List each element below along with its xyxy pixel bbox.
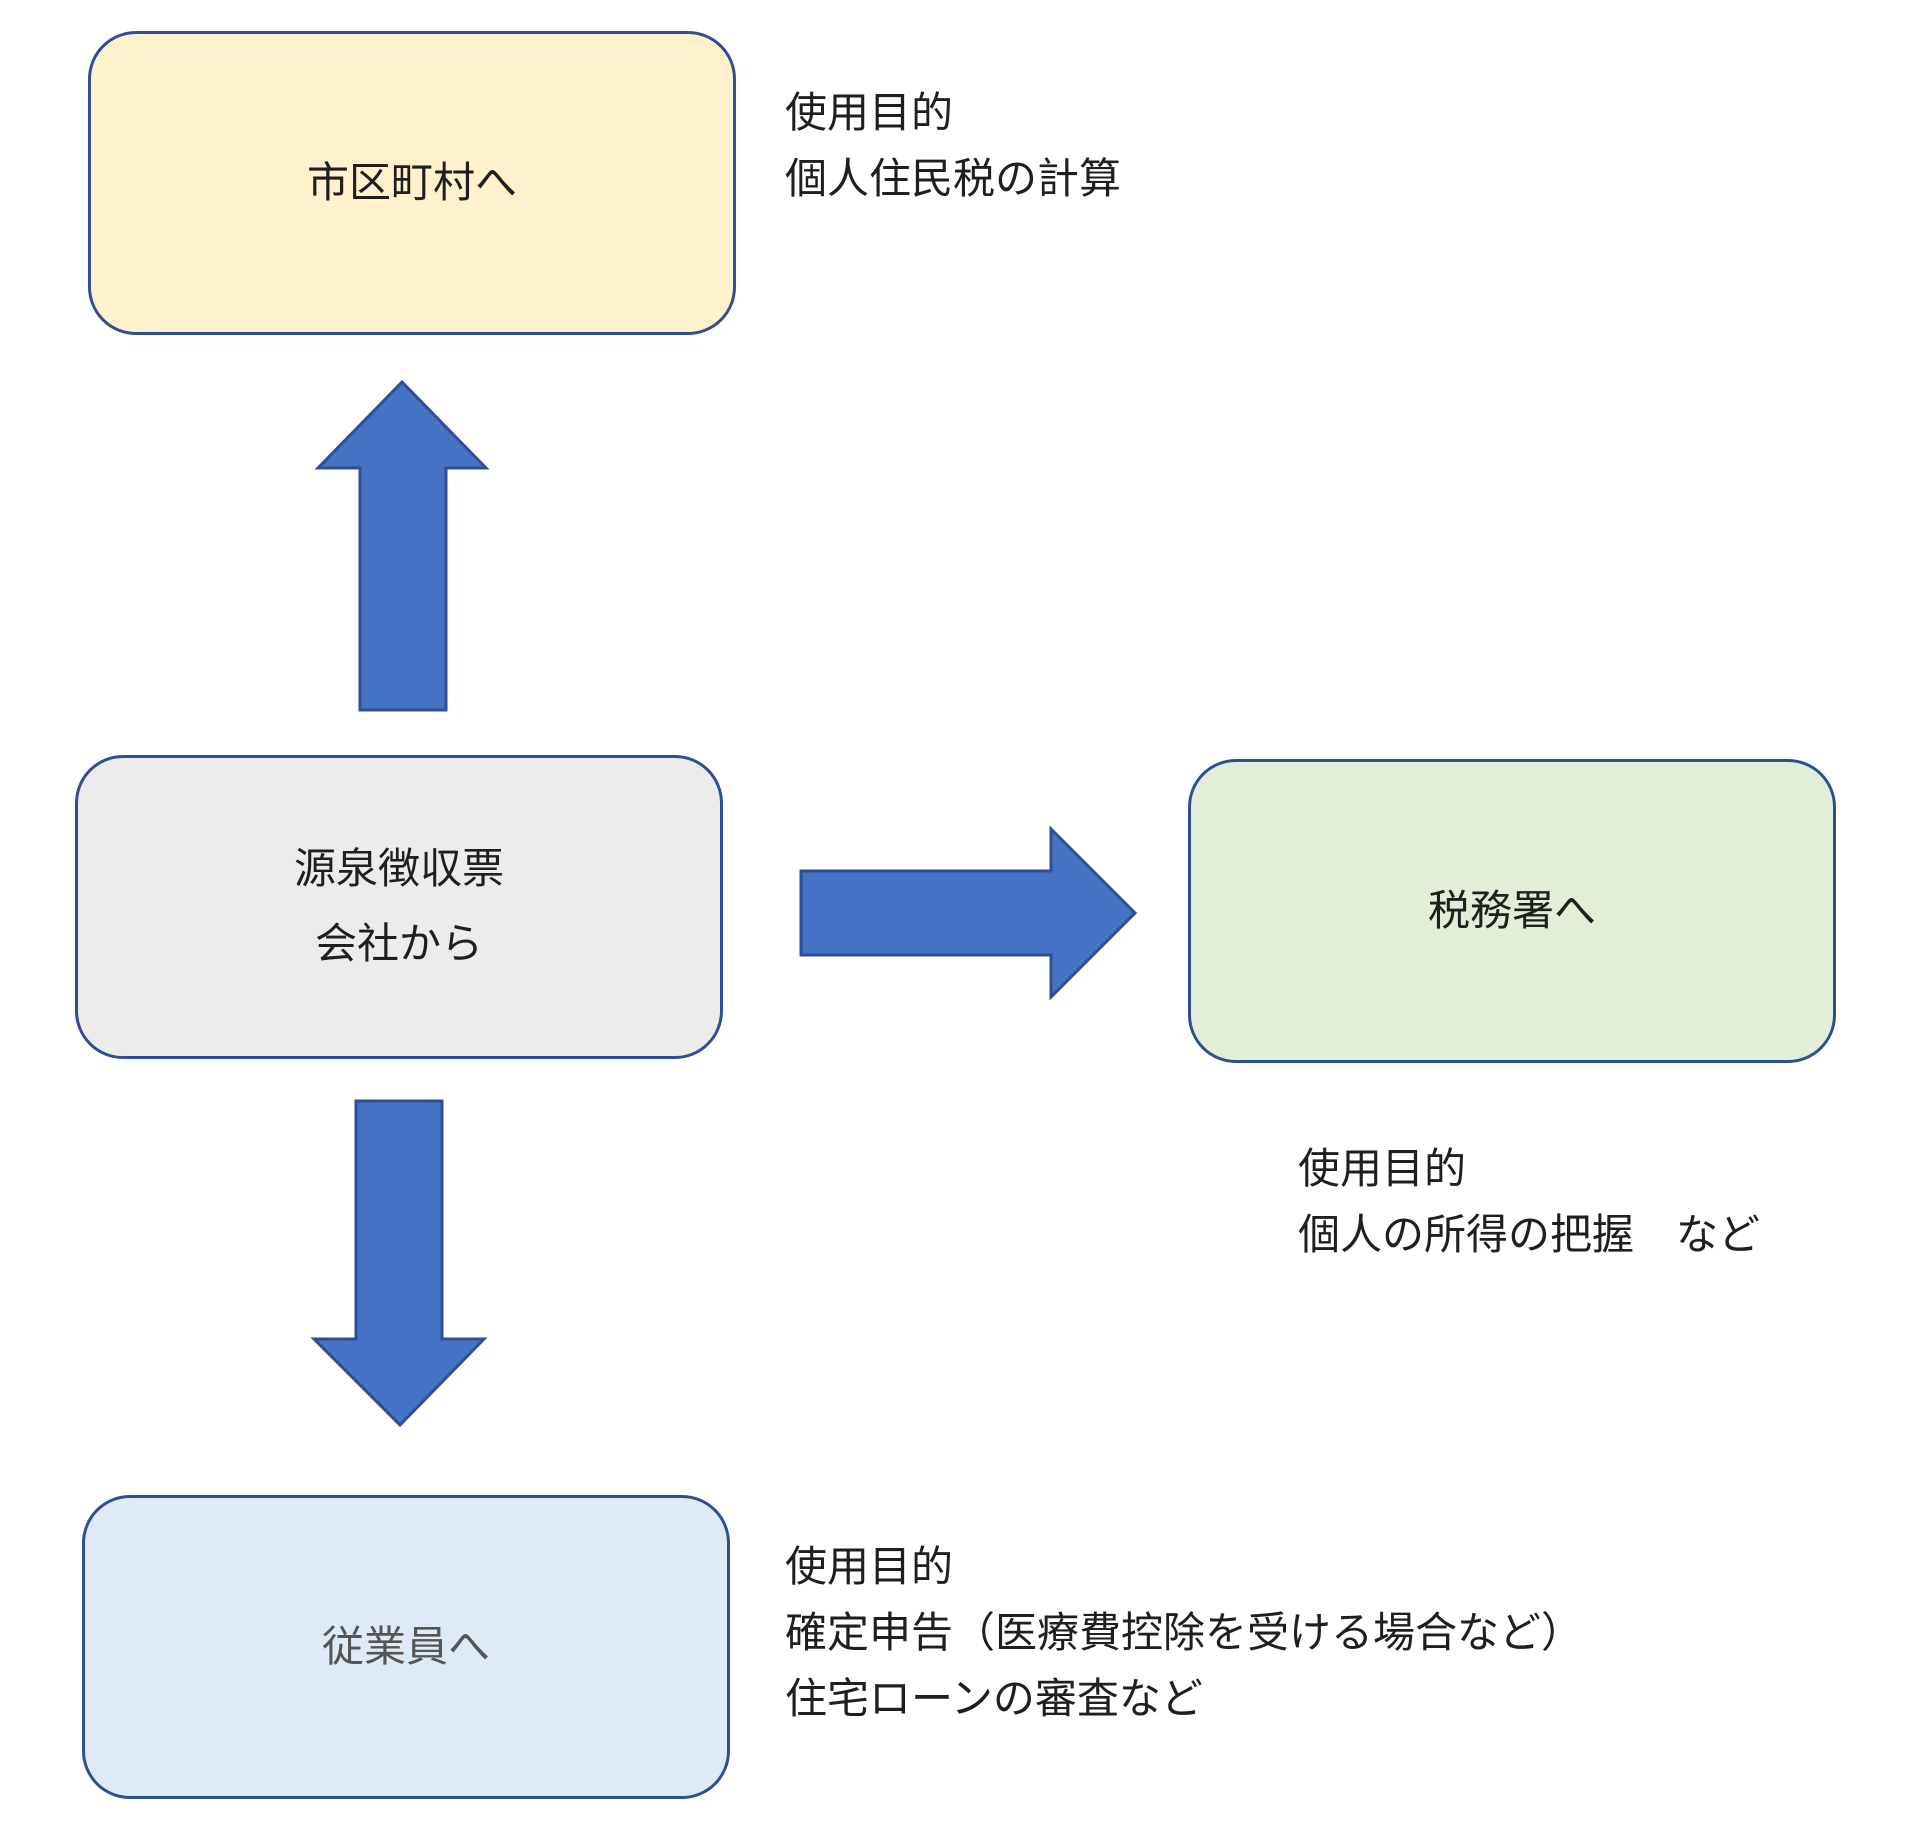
arrow-right-shape: [799, 825, 1138, 1001]
city-purpose-text: 個人住民税の計算: [785, 154, 1122, 203]
tax-office-box-label: 税務署へ: [1427, 885, 1596, 935]
source-box-title: 源泉徴収票: [293, 844, 504, 894]
arrow-down-icon: [310, 1099, 488, 1428]
source-box-subtitle: 会社から: [314, 919, 483, 968]
source-withholding-box: 源泉徴収票 会社から: [75, 755, 723, 1059]
employee-box: 従業員へ: [82, 1495, 730, 1799]
arrow-right-icon: [799, 825, 1138, 1001]
employee-purpose-text-1: 確定申告（医療費控除を受ける場合など）: [785, 1608, 1584, 1657]
employee-box-label: 従業員へ: [321, 1621, 490, 1671]
arrow-up-icon: [314, 379, 490, 712]
employee-purpose-text-2: 住宅ローンの審査など: [785, 1674, 1203, 1723]
employee-purpose-heading: 使用目的: [785, 1542, 954, 1591]
employee-purpose-note: 使用目的 確定申告（医療費控除を受ける場合など） 住宅ローンの審査など: [785, 1534, 1583, 1732]
arrow-down-shape: [310, 1099, 488, 1428]
city-box-label: 市区町村へ: [306, 157, 517, 207]
city-box: 市区町村へ: [88, 31, 736, 335]
tax-office-purpose-heading: 使用目的: [1298, 1144, 1467, 1193]
tax-office-box: 税務署へ: [1188, 759, 1836, 1063]
arrow-up-shape: [314, 379, 490, 712]
city-purpose-note: 使用目的 個人住民税の計算: [785, 80, 1121, 212]
tax-office-purpose-text: 個人の所得の把握 など: [1298, 1210, 1761, 1259]
tax-office-purpose-note: 使用目的 個人の所得の把握 など: [1298, 1136, 1760, 1268]
city-purpose-heading: 使用目的: [785, 88, 954, 137]
